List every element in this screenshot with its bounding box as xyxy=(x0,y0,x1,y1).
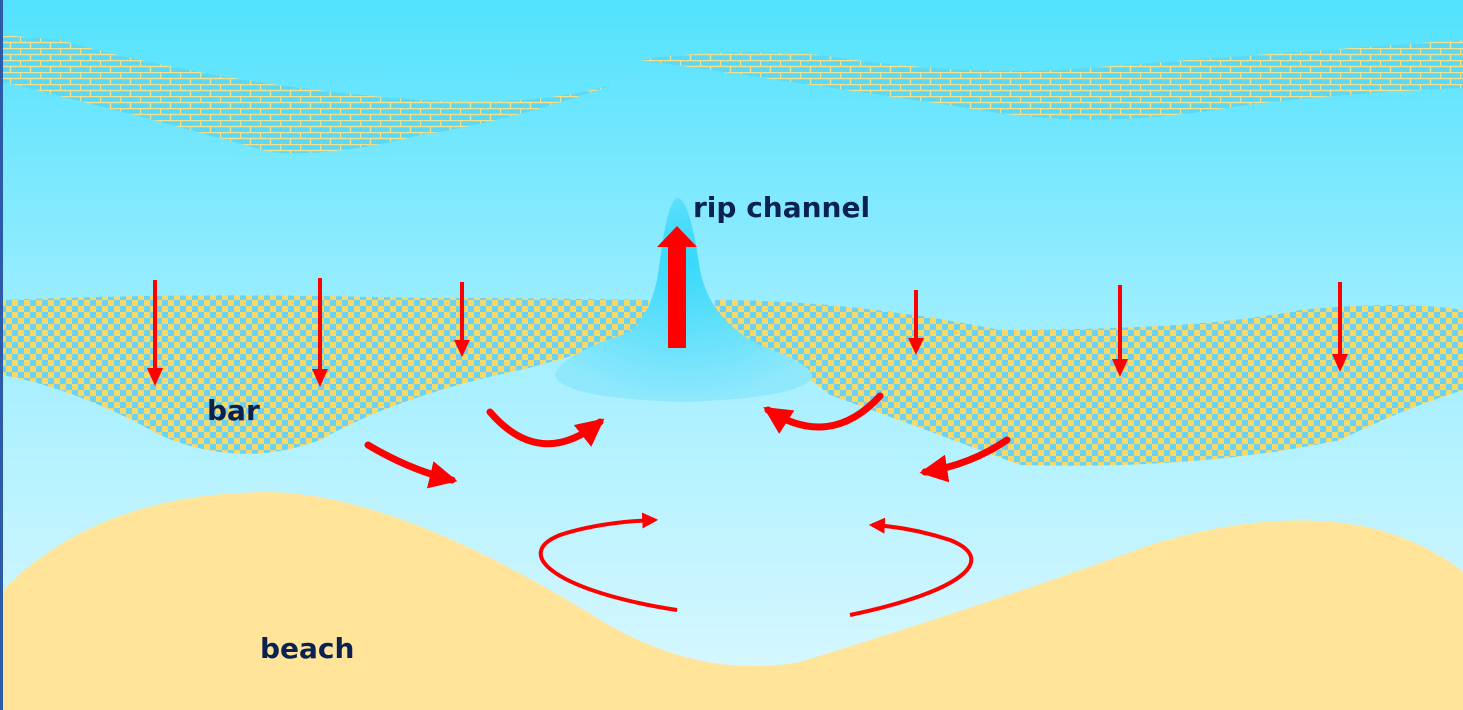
sandbar-left xyxy=(3,295,650,454)
left-border xyxy=(0,0,3,710)
bar-label: bar xyxy=(207,394,260,427)
beach-sand xyxy=(3,492,1463,710)
curved-arrow xyxy=(919,436,1011,483)
curved-arrow xyxy=(486,408,605,448)
sandbar-right xyxy=(715,300,1463,466)
wave-zone-left xyxy=(3,35,640,154)
curved-arrow xyxy=(763,392,884,434)
beach-label: beach xyxy=(260,632,354,665)
rip-channel-label: rip channel xyxy=(693,191,870,224)
curved-arrow xyxy=(364,441,458,489)
rip-current-arrow xyxy=(657,226,697,348)
wave-zone-right xyxy=(640,40,1463,120)
eddy-right xyxy=(849,517,974,617)
incoming-wave-arrows xyxy=(153,278,1342,373)
feeder-current-arrows xyxy=(364,392,1011,489)
eddy-left xyxy=(538,512,678,612)
eddy-arrows xyxy=(538,512,974,617)
down-arrow-heads xyxy=(147,338,1348,387)
